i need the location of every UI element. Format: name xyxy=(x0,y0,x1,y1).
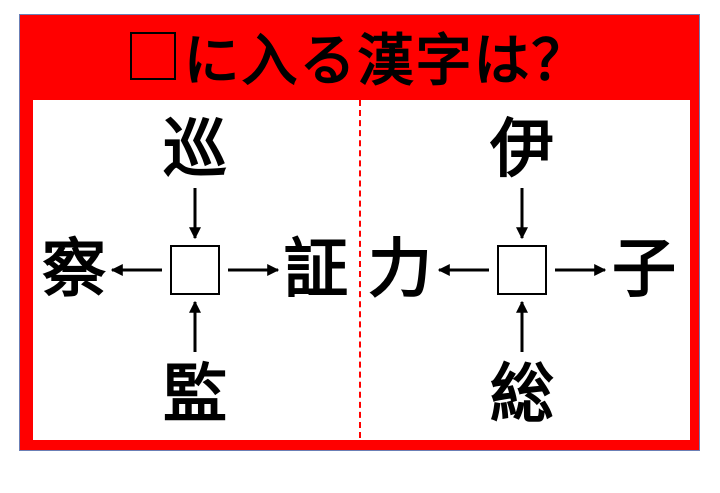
kanji-top-left: 巡 xyxy=(163,113,227,187)
kanji-left-right: 力 xyxy=(368,233,432,307)
kanji-right-left: 証 xyxy=(284,233,348,307)
kanji-top-right: 伊 xyxy=(490,113,554,187)
kanji-right-right: 子 xyxy=(612,233,676,307)
title-text: に入る漢字は？ xyxy=(183,28,590,94)
blank-square-icon xyxy=(129,32,176,80)
kanji-bottom-right: 総 xyxy=(490,358,554,432)
kanji-left-left: 察 xyxy=(42,233,106,307)
answer-box-left[interactable] xyxy=(170,245,220,295)
kanji-bottom-left: 監 xyxy=(163,358,227,432)
title: に入る漢字は？ xyxy=(19,14,700,98)
answer-box-right[interactable] xyxy=(497,245,547,295)
dashed-divider xyxy=(359,100,361,438)
